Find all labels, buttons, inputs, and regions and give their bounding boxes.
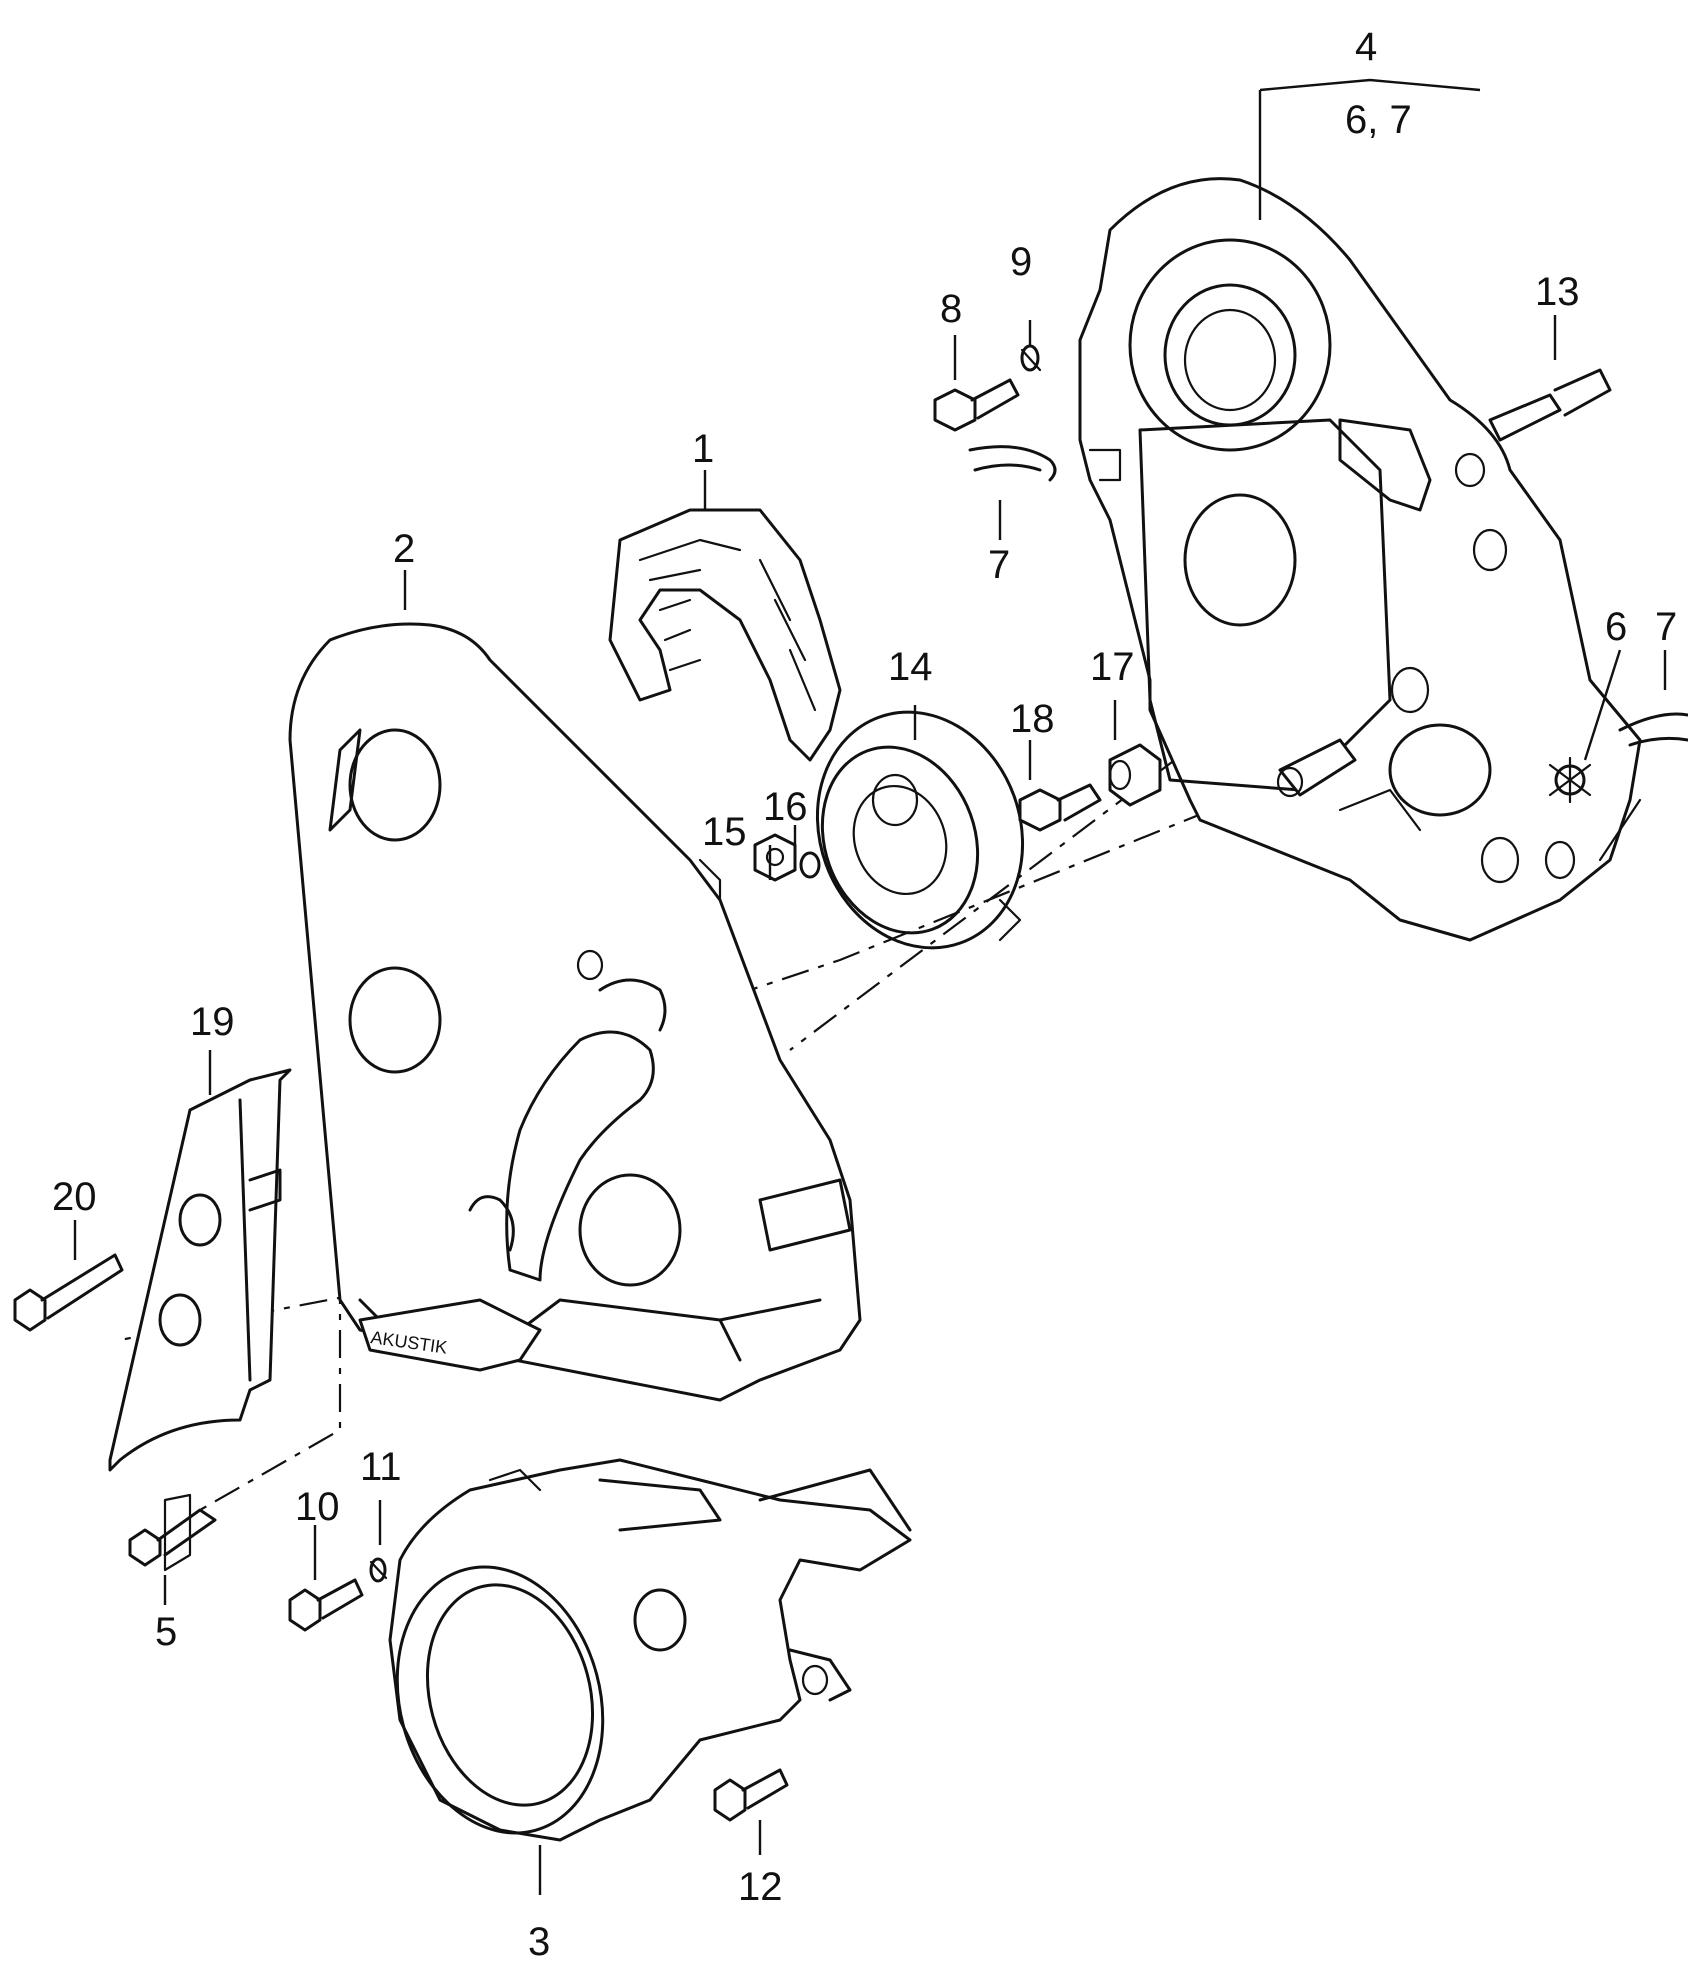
callout-5: 5 xyxy=(155,1610,177,1654)
callout-10: 10 xyxy=(295,1485,340,1529)
side-shield-part-19 xyxy=(108,1068,292,1472)
clip-part-9 xyxy=(1020,344,1042,372)
clip-part-11 xyxy=(369,1557,388,1583)
clip-part-7-upper xyxy=(968,445,1057,482)
callout-7-upper: 7 xyxy=(988,543,1010,587)
callout-19: 19 xyxy=(190,1000,235,1044)
callout-7-right: 7 xyxy=(1655,605,1677,649)
callout-1: 1 xyxy=(692,427,714,471)
callout-8: 8 xyxy=(940,287,962,331)
nut-part-15 xyxy=(753,833,797,882)
callout-9: 9 xyxy=(1010,240,1032,284)
clip-part-7-right xyxy=(1618,712,1688,747)
rear-cover-part-4 xyxy=(1078,177,1642,942)
callout-11: 11 xyxy=(360,1445,402,1489)
bolt-part-8 xyxy=(933,378,1020,432)
bolt-part-10 xyxy=(288,1578,364,1632)
callout-18: 18 xyxy=(1010,697,1055,741)
callout-3: 3 xyxy=(528,1920,550,1964)
leader-lines xyxy=(73,78,1667,1895)
tensioner-pulley-part-14 xyxy=(815,710,1025,950)
callout-14: 14 xyxy=(888,645,933,689)
timing-belt-part-1 xyxy=(608,508,842,762)
callout-labels: 1 2 3 4 6, 7 5 6 7 7 8 9 10 11 12 13 14 … xyxy=(52,25,1677,1964)
bolt-part-12 xyxy=(713,1768,789,1822)
callout-13: 13 xyxy=(1535,270,1580,314)
washer-part-16 xyxy=(799,851,821,879)
callout-16: 16 xyxy=(763,785,808,829)
bolt-part-20 xyxy=(13,1253,124,1332)
callout-12: 12 xyxy=(738,1865,783,1909)
clip-part-5 xyxy=(128,1493,217,1572)
stud-pin xyxy=(1276,738,1357,798)
callout-2: 2 xyxy=(393,527,415,571)
bolt-part-18 xyxy=(1018,783,1102,832)
front-cover-part-2: AKUSTIK xyxy=(288,622,862,1402)
callout-17: 17 xyxy=(1090,645,1135,689)
callout-20: 20 xyxy=(52,1175,97,1219)
bolt-part-13 xyxy=(1488,368,1612,442)
callout-6: 6 xyxy=(1605,605,1627,649)
spacer-part-17 xyxy=(1108,743,1162,807)
callout-15: 15 xyxy=(702,810,747,854)
callout-4: 4 xyxy=(1355,25,1377,69)
callout-4-sub: 6, 7 xyxy=(1345,98,1412,142)
lower-cover-part-3 xyxy=(388,1458,912,1842)
